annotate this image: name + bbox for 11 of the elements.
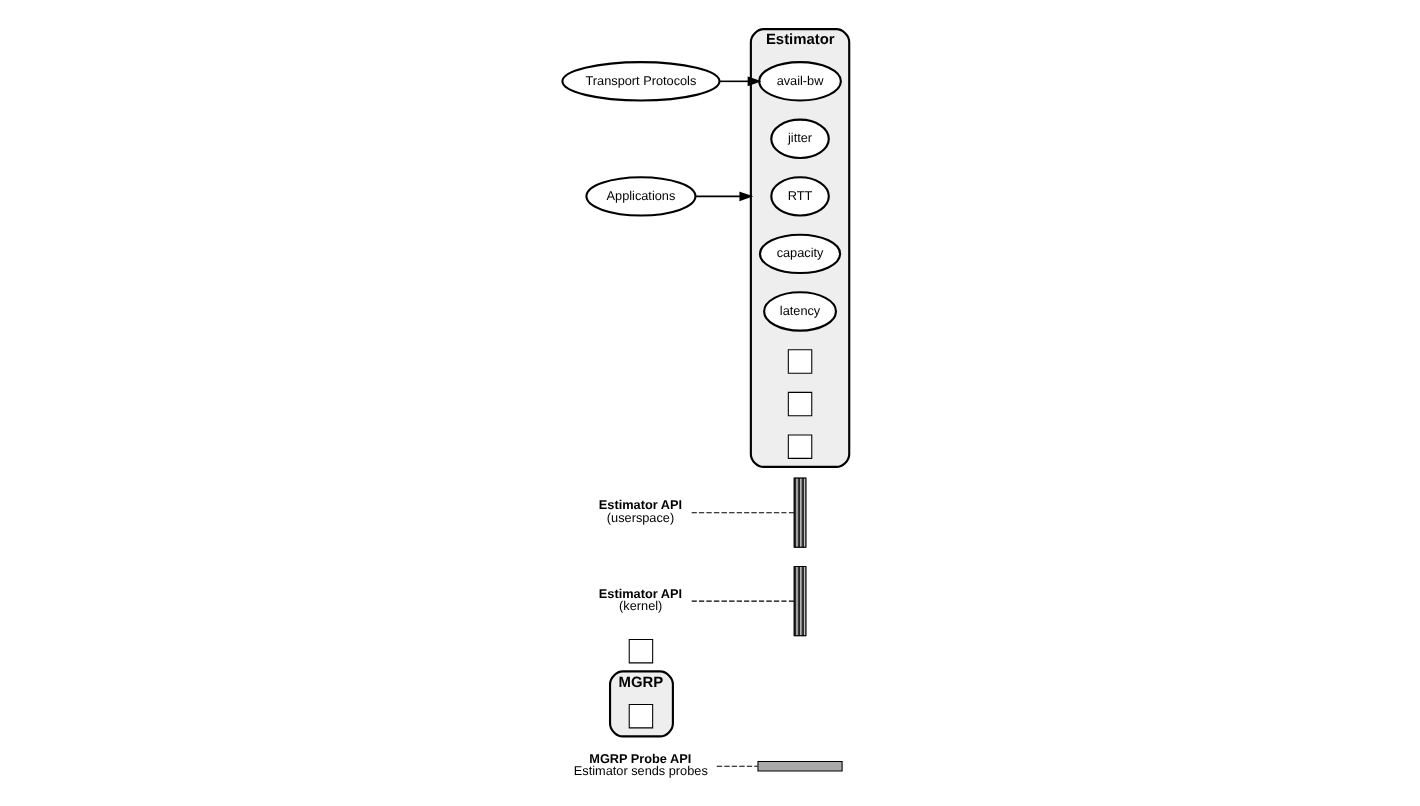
node-box <box>787 349 813 374</box>
arrow <box>694 191 754 202</box>
node-box <box>628 703 654 729</box>
connector <box>691 512 795 514</box>
node-box <box>787 391 813 417</box>
connector <box>716 765 759 767</box>
arrow <box>719 76 762 87</box>
node-box <box>787 434 813 459</box>
node-bar <box>757 760 843 772</box>
node-box <box>628 638 654 664</box>
connector <box>691 600 795 602</box>
